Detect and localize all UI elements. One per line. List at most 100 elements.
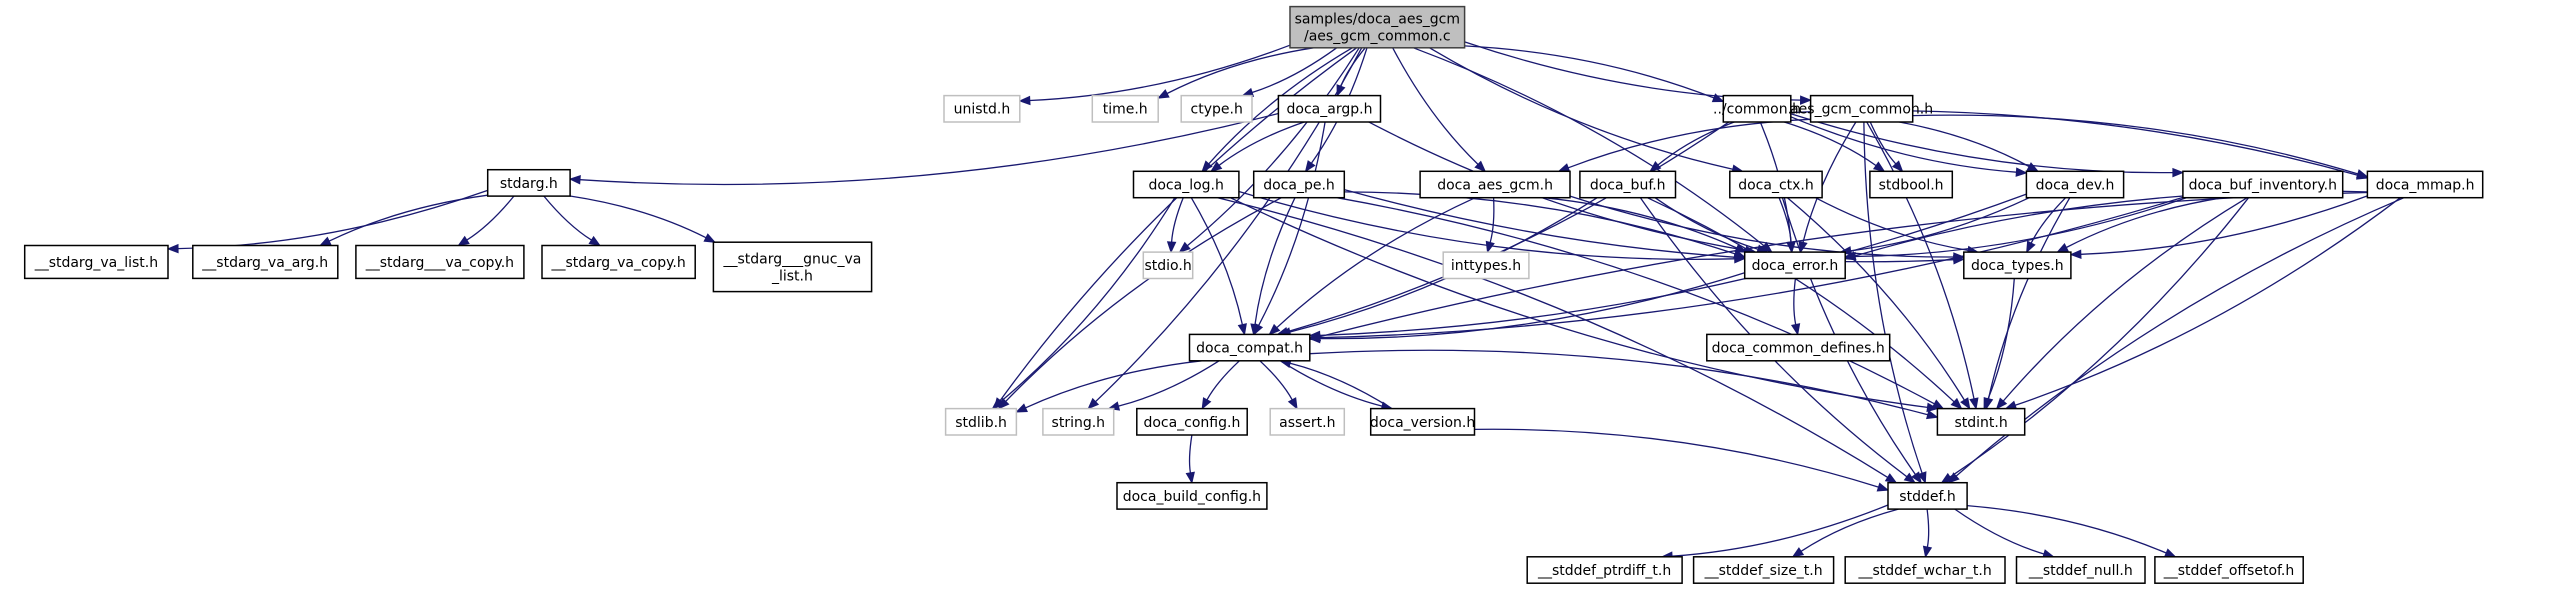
node-box	[1042, 407, 1115, 436]
node-root[interactable]: samples/doca_aes_gcm/aes_gcm_common.c	[1289, 5, 1466, 49]
node-label: stdarg.h	[500, 176, 558, 192]
arrowhead-stdarg-to-stdarg___gnuc_va_list	[703, 233, 717, 243]
edge-common-to-doca_buf	[1657, 121, 1735, 166]
edge-doca_dev-to-stdint	[1987, 197, 2071, 399]
arrowhead-aes_gcm_common-to-stddef	[1917, 471, 1927, 484]
node-box	[23, 244, 169, 280]
edge-aes_gcm_common-to-stdint	[1866, 121, 1975, 399]
edge-root-to-unistd	[1029, 44, 1291, 102]
node-assert: assert.h	[1269, 407, 1346, 436]
node-doca-buf-inventory[interactable]: doca_buf_inventory.h	[2182, 170, 2344, 199]
node-ctype: ctype.h	[1180, 94, 1253, 123]
node-box	[1369, 407, 1476, 436]
edge-stddef-to-stddef_ptrdiff_t	[1671, 504, 1889, 557]
arrowhead-doca_compat-to-doca_config	[1201, 397, 1212, 410]
node-stdint[interactable]: stdint.h	[1936, 407, 2026, 436]
arrowhead-common-to-doca_buf_inventory	[2172, 167, 2185, 178]
edge-doca_pe-to-stdlib	[1005, 197, 1282, 402]
node-stdarg-va-copy[interactable]: __stdarg_va_copy.h	[541, 244, 696, 280]
node-label: stdint.h	[1954, 415, 2007, 431]
node-box	[1132, 170, 1240, 199]
node-label: __stddef_size_t.h	[1704, 563, 1823, 579]
edge-root-to-common	[1464, 45, 1715, 99]
arrowhead-doca_argp-to-stdarg	[568, 174, 581, 185]
node-doca-buf[interactable]: doca_buf.h	[1579, 170, 1677, 199]
node-stddef-wchar-t[interactable]: __stddef_wchar_t.h	[1844, 556, 2006, 584]
node-doca-version[interactable]: doca_version.h	[1369, 407, 1476, 436]
arrowhead-stdarg-to-stdarg___va_copy	[457, 235, 470, 247]
node-label: doca_buf_inventory.h	[2189, 178, 2337, 194]
node-box	[1116, 481, 1268, 510]
edge-doca_argp-to-stdarg	[579, 112, 1279, 186]
node-stdbool[interactable]: stdbool.h	[1869, 170, 1954, 199]
node-box	[541, 244, 696, 280]
node-doca-pe[interactable]: doca_pe.h	[1252, 170, 1346, 199]
node-box	[1136, 407, 1248, 436]
edge-doca_mmap-to-doca_compat	[1319, 191, 2368, 338]
arrowhead-doca_log-to-stdio	[1166, 241, 1177, 254]
edge-doca_buf-to-doca_error	[1654, 197, 1759, 250]
arrowhead-stddef-to-stddef_offsetof	[2163, 548, 2177, 558]
node-label: __stdarg___gnuc_va	[722, 251, 861, 267]
node-box	[486, 168, 571, 197]
node-doca-mmap[interactable]: doca_mmap.h	[2366, 170, 2484, 199]
node-doca-build-config[interactable]: doca_build_config.h	[1116, 481, 1268, 510]
node-doca-compat[interactable]: doca_compat.h	[1188, 333, 1311, 362]
node-label: __stddef_ptrdiff_t.h	[1537, 563, 1671, 579]
node-stdarg[interactable]: stdarg.h	[486, 168, 571, 197]
node-doca-aes-gcm[interactable]: doca_aes_gcm.h	[1419, 170, 1571, 199]
arrowhead-aes_gcm_common-to-doca_aes_gcm	[1557, 163, 1571, 173]
node-box	[1887, 481, 1968, 510]
arrowhead-doca_dev-to-doca_types	[2026, 240, 2036, 254]
node-stddef-offsetof[interactable]: __stddef_offsetof.h	[2154, 556, 2304, 584]
node-label: stdlib.h	[955, 415, 1007, 431]
node-stddef-ptrdiff-t[interactable]: __stddef_ptrdiff_t.h	[1526, 556, 1683, 584]
node-stdarg---gnuc-va-list[interactable]: __stdarg___gnuc_va_list.h	[712, 241, 873, 293]
arrowhead-aes_gcm_common-to-doca_mmap	[2356, 169, 2369, 179]
node-label: __stdarg___va_copy.h	[365, 255, 514, 271]
node-doca-argp[interactable]: doca_argp.h	[1277, 94, 1382, 123]
node-doca-log[interactable]: doca_log.h	[1132, 170, 1240, 199]
node-doca-common-defines[interactable]: doca_common_defines.h	[1706, 333, 1891, 362]
node-common[interactable]: ../common.h	[1713, 94, 1801, 123]
node-doca-error[interactable]: doca_error.h	[1743, 251, 1846, 280]
node-label: __stddef_null.h	[2028, 563, 2133, 579]
edge-stdarg-to-stdarg___va_copy	[466, 195, 515, 241]
edge-doca_log-to-stddef	[1217, 197, 1889, 478]
edge-doca_dev-to-doca_error	[1850, 197, 2030, 252]
node-doca-types[interactable]: doca_types.h	[1963, 251, 2072, 280]
edge-root-to-doca_ctx	[1429, 47, 1733, 170]
arrowhead-root-to-time	[1156, 89, 1170, 99]
arrowhead-common-to-doca_dev	[2015, 167, 2028, 177]
node-stddef[interactable]: stddef.h	[1887, 481, 1968, 510]
node-stddef-null[interactable]: __stddef_null.h	[2015, 556, 2146, 584]
node-box	[2015, 556, 2146, 584]
edge-doca_aes_gcm-to-doca_compat	[1276, 197, 1476, 329]
node-box	[1809, 94, 1914, 123]
node-stdarg-va-list[interactable]: __stdarg_va_list.h	[23, 244, 169, 280]
node-aes-gcm-common[interactable]: aes_gcm_common.h	[1790, 94, 1933, 123]
node-doca-dev[interactable]: doca_dev.h	[2025, 170, 2125, 199]
node-box	[2154, 556, 2304, 584]
edge-root-to-stdio	[1186, 47, 1360, 247]
edge-doca_config-to-doca_build_config	[1188, 434, 1193, 473]
node-stddef-size-t[interactable]: __stddef_size_t.h	[1692, 556, 1835, 584]
edge-doca_log-to-doca_compat	[1190, 197, 1244, 325]
edge-doca_argp-to-doca_log	[1218, 121, 1305, 166]
node-stdarg---va-copy[interactable]: __stdarg___va_copy.h	[355, 244, 525, 280]
node-doca-ctx[interactable]: doca_ctx.h	[1729, 170, 1823, 199]
edge-root-to-time	[1166, 47, 1314, 95]
edge-stddef-to-stddef_null	[1954, 508, 2045, 555]
node-label: doca_types.h	[1971, 258, 2064, 274]
node-doca-config[interactable]: doca_config.h	[1136, 407, 1248, 436]
arrowhead-root-to-string	[1087, 397, 1100, 410]
arrowhead-doca_aes_gcm-to-inttypes	[1485, 240, 1495, 254]
node-stdarg-va-arg[interactable]: __stdarg_va_arg.h	[192, 244, 339, 280]
edge-doca_version-to-doca_compat	[1289, 362, 1393, 410]
arrowhead-common-to-stdbool	[1872, 161, 1886, 173]
edge-doca_mmap-to-doca_types	[2080, 195, 2368, 255]
edge-stdarg-to-stdarg_va_copy	[543, 195, 592, 241]
edge-doca_buf_inventory-to-stdint	[2002, 197, 2248, 402]
arrowhead-doca_pe-to-stdint	[1931, 399, 1945, 410]
